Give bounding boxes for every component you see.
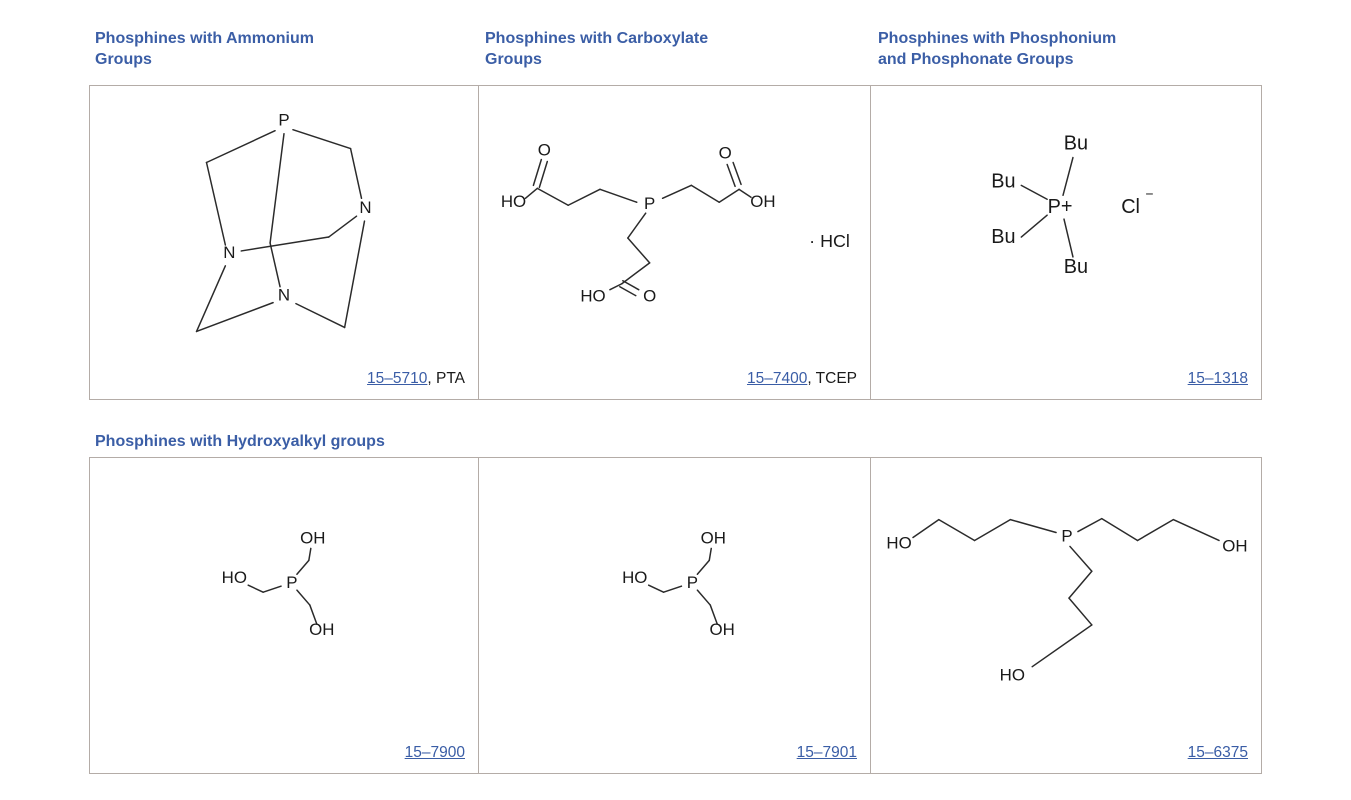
- top-header-row: Phosphines with Ammonium Groups Phosphin…: [89, 28, 1267, 85]
- atom-label-cl: Cl: [1121, 196, 1140, 218]
- section-title-phosphonium: Phosphines with Phosphonium and Phosphon…: [872, 28, 1264, 70]
- catalog-suffix-tcep: , TCEP: [807, 370, 857, 387]
- section-title-line: Phosphines with Carboxylate: [485, 30, 709, 47]
- section-title-line: Groups: [485, 51, 542, 69]
- thmp-bonds: [247, 547, 318, 625]
- atom-label-ho-bottom: HO: [1000, 666, 1025, 685]
- atom-label-ho-left: HO: [222, 568, 247, 587]
- atom-label-oh-bottom: OH: [710, 620, 735, 639]
- top-structure-row: P N N N 15–5710, PTA: [89, 85, 1267, 400]
- atom-label-ho-left: HO: [501, 192, 526, 211]
- atom-label-p: P: [644, 194, 655, 213]
- section-title-line: Groups: [95, 51, 152, 69]
- atom-label-p: P: [687, 573, 698, 592]
- group-label-bu-bottom: Bu: [1064, 256, 1088, 278]
- group-label-bu-top: Bu: [1064, 133, 1088, 155]
- atom-label-oh-right: OH: [750, 192, 775, 211]
- tcep-bonds: [524, 158, 752, 297]
- atom-label-oh-top: OH: [300, 529, 325, 548]
- atom-label-n-left: N: [223, 243, 235, 262]
- atom-label-oh-right: OH: [1222, 537, 1247, 556]
- catalog-caption: 15–7400, TCEP: [747, 370, 857, 388]
- atom-label-n-right: N: [359, 198, 371, 217]
- atom-label-p-plus: P+: [1048, 196, 1073, 218]
- atom-label-o-right: O: [719, 144, 732, 163]
- section-title-line: and Phosphonate Groups: [878, 51, 1074, 69]
- atom-label-oh-top: OH: [701, 529, 726, 548]
- section-title-carboxylate: Phosphines with Carboxylate Groups: [479, 28, 872, 70]
- pta-structure-drawing: P N N N: [195, 111, 372, 333]
- cell-tcep: O O HO P OH HO O · HCl 15–7400, TCEP: [478, 85, 871, 400]
- tcep-structure-drawing: O O HO P OH HO O · HCl: [501, 141, 850, 306]
- charge-label-minus: −: [1145, 185, 1153, 201]
- section-title-hydroxyalkyl: Phosphines with Hydroxyalkyl groups: [89, 431, 1267, 452]
- thmp-structure-drawing: OH HO P OH: [222, 529, 335, 639]
- atom-label-n-bottom: N: [278, 286, 290, 305]
- pta-bonds: [195, 128, 366, 333]
- tbp-bonds: [1020, 156, 1074, 258]
- catalog-suffix-pta: , PTA: [427, 370, 465, 387]
- thpp-bonds: [912, 517, 1220, 668]
- thmp-structure-drawing: OH HO P OH: [622, 529, 735, 639]
- atom-label-ho-left: HO: [622, 568, 647, 587]
- catalog-link-15-7400[interactable]: 15–7400: [746, 370, 808, 387]
- catalog-caption: 15–1318: [1188, 370, 1248, 388]
- atom-label-oh-bottom: OH: [309, 620, 334, 639]
- atom-label-p: P: [286, 573, 297, 592]
- hydroxyalkyl-header-row: Phosphines with Hydroxyalkyl groups: [89, 431, 1267, 452]
- section-title-line: Phosphines with Ammonium: [95, 30, 314, 47]
- thpp-structure-drawing: HO P OH HO: [886, 517, 1248, 685]
- catalog-link-15-7901[interactable]: 15–7901: [796, 744, 857, 762]
- cell-pta: P N N N 15–5710, PTA: [89, 85, 479, 400]
- catalog-caption: 15–7900: [405, 744, 465, 762]
- thmp-bonds: [647, 547, 718, 625]
- salt-label-hcl: · HCl: [809, 231, 850, 251]
- section-title-line: Phosphines with Hydroxyalkyl groups: [95, 433, 385, 450]
- catalog-link-15-6375[interactable]: 15–6375: [1187, 744, 1248, 762]
- tbp-structure-drawing: Bu Bu Bu Bu P+ Cl −: [991, 133, 1153, 278]
- section-title-ammonium: Phosphines with Ammonium Groups: [89, 28, 479, 70]
- section-title-line: Phosphines with Phosphonium: [878, 30, 1117, 47]
- catalog-link-15-7900[interactable]: 15–7900: [404, 744, 465, 762]
- group-label-bu-upper-left: Bu: [991, 170, 1015, 192]
- atom-label-ho-bottom: HO: [580, 287, 605, 306]
- atom-label-ho-left: HO: [886, 534, 911, 553]
- catalog-caption: 15–7901: [797, 744, 857, 762]
- group-label-bu-lower-left: Bu: [991, 226, 1015, 248]
- catalog-link-15-5710[interactable]: 15–5710: [367, 370, 428, 387]
- cell-thpp: HO P OH HO 15–6375: [870, 457, 1262, 775]
- catalog-content: Phosphines with Ammonium Groups Phosphin…: [89, 28, 1267, 775]
- bottom-structure-row: OH HO P OH 15–7900: [89, 457, 1267, 775]
- cell-thmp-7901: OH HO P OH 15–7901: [478, 457, 871, 775]
- atom-label-p: P: [1061, 527, 1072, 546]
- cell-tetrabutylphosphonium: Bu Bu Bu Bu P+ Cl − 15–1318: [870, 85, 1262, 400]
- catalog-caption: 15–5710, PTA: [367, 370, 465, 388]
- catalog-link-15-1318[interactable]: 15–1318: [1187, 370, 1248, 387]
- atom-label-p: P: [278, 111, 289, 130]
- atom-label-o-bottom: O: [643, 287, 656, 306]
- atom-label-o-left: O: [538, 141, 551, 160]
- cell-thmp-7900: OH HO P OH 15–7900: [89, 457, 479, 775]
- catalog-caption: 15–6375: [1188, 744, 1248, 762]
